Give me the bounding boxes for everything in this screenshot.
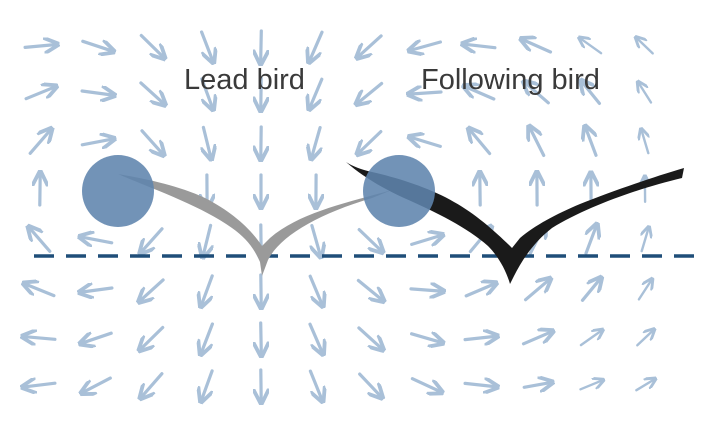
flow-arrow xyxy=(359,130,383,153)
flow-arrow xyxy=(203,223,210,254)
flow-arrow xyxy=(142,227,164,251)
flow-arrow xyxy=(83,331,113,343)
flow-arrow xyxy=(410,334,441,342)
flow-arrow xyxy=(202,274,214,304)
flow-arrow xyxy=(312,224,320,255)
flow-arrow xyxy=(580,280,600,302)
flow-arrow xyxy=(639,84,653,104)
flow-arrow xyxy=(642,229,649,253)
flow-arrow xyxy=(26,284,56,298)
flow-arrow xyxy=(81,41,111,50)
flow-arrow xyxy=(579,381,602,391)
flow-arrow xyxy=(200,77,212,107)
flow-arrow xyxy=(200,30,213,60)
flow-arrow xyxy=(410,377,439,392)
flow-arrow xyxy=(261,29,262,61)
flow-arrow xyxy=(642,131,649,155)
flow-arrow xyxy=(357,228,381,251)
flow-arrow xyxy=(202,322,214,352)
flow-arrow xyxy=(80,91,112,95)
flow-arrow xyxy=(464,284,494,298)
flow-arrow xyxy=(358,372,381,396)
flow-arrow xyxy=(356,278,381,300)
flow-arrow xyxy=(409,289,441,291)
flow-arrow xyxy=(202,369,214,399)
flow-arrow xyxy=(30,229,52,253)
flow-arrow xyxy=(28,131,50,155)
flow-arrow xyxy=(637,39,654,55)
flow-arrow xyxy=(139,81,163,103)
flow-arrow xyxy=(523,280,549,302)
flow-arrow xyxy=(312,125,320,157)
flow-arrow xyxy=(140,129,162,153)
flow-arrow xyxy=(80,139,111,145)
flow-arrow xyxy=(139,33,162,57)
flow-arrow xyxy=(261,321,262,353)
flow-arrow xyxy=(308,369,321,399)
flow-arrow xyxy=(25,337,57,340)
flow-arrow xyxy=(463,383,495,386)
flow-arrow xyxy=(579,331,601,347)
left-wingtip-vortex xyxy=(82,155,154,227)
flow-arrow xyxy=(586,129,598,157)
flow-arrow xyxy=(583,83,602,106)
flow-arrow xyxy=(524,40,553,54)
flow-arrow xyxy=(359,34,383,56)
right-wingtip-vortex xyxy=(363,155,435,227)
flow-arrow xyxy=(635,380,653,392)
flow-arrow xyxy=(25,383,57,387)
flow-arrow xyxy=(636,331,652,347)
flow-arrow xyxy=(82,237,114,243)
flow-arrow xyxy=(522,383,550,388)
flow-arrow xyxy=(141,278,165,300)
flow-arrow xyxy=(466,87,496,101)
flow-arrow xyxy=(412,42,442,50)
flow-arrow xyxy=(526,83,550,105)
flow-arrow xyxy=(411,92,443,94)
flow-arrow xyxy=(470,131,492,156)
following-bird-label: Following bird xyxy=(421,64,600,96)
flow-arrow xyxy=(23,45,55,48)
lead-bird-silhouette xyxy=(118,174,392,276)
lead-bird-label: Lead bird xyxy=(184,64,305,96)
flow-arrow xyxy=(584,227,596,255)
flow-arrow xyxy=(24,87,54,101)
flow-arrow xyxy=(530,129,546,157)
flow-arrow xyxy=(463,336,495,339)
flow-arrow xyxy=(465,44,497,47)
flow-arrow xyxy=(308,322,322,352)
flow-arrow xyxy=(310,30,324,60)
flow-arrow xyxy=(82,288,114,292)
flow-arrow xyxy=(358,81,384,103)
flow-arrow xyxy=(308,274,322,304)
flow-arrow xyxy=(84,376,112,392)
flow-arrow xyxy=(637,281,651,301)
flow-arrow xyxy=(521,332,551,346)
flow-arrow xyxy=(310,77,324,107)
flow-arrow xyxy=(581,39,603,55)
flow-arrow xyxy=(141,325,165,349)
flow-arrow xyxy=(357,326,381,348)
flow-arrow xyxy=(410,236,441,245)
flow-arrow xyxy=(203,125,210,156)
flow-arrow xyxy=(412,138,442,147)
flow-arrow xyxy=(142,372,164,397)
